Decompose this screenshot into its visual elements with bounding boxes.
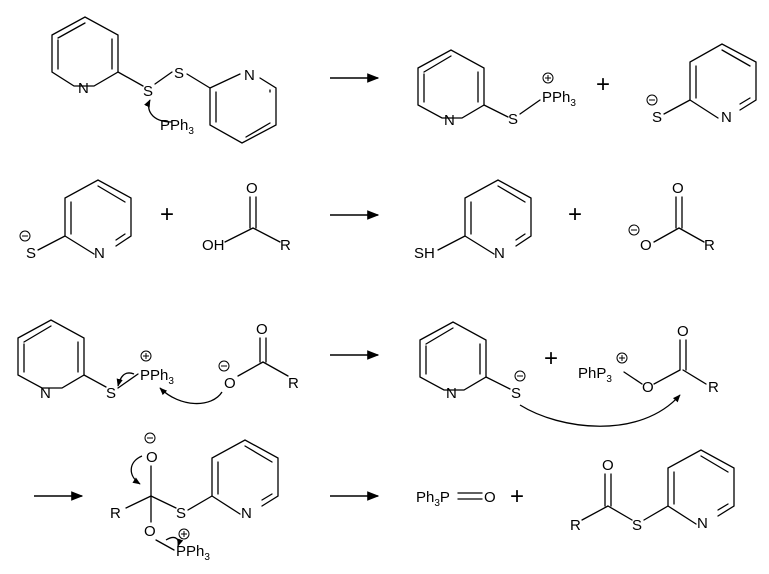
atom-o: O (640, 237, 652, 254)
pph3-label: PPh3 (140, 367, 174, 387)
row2-thiolate: S N (19, 179, 132, 262)
atom-o: O (642, 379, 654, 396)
atom-n: N (444, 112, 455, 129)
row1-dipyridyl-disulfide: N S S N PPh3 (51, 16, 277, 144)
atom-s: S (652, 109, 662, 126)
ph3p-label: Ph3P (416, 489, 450, 509)
atom-s: S (632, 517, 642, 534)
row1-product-phosphonium: N S PPh3 (417, 49, 576, 129)
plus-sign-1: + (596, 71, 610, 98)
svg-text:+: + (568, 201, 582, 228)
atom-n: N (697, 515, 708, 532)
atom-s: S (26, 245, 36, 262)
atom-sh: SH (414, 245, 435, 262)
pph3-label: PPh3 (176, 543, 210, 563)
pph3-label: PPh3 (160, 117, 194, 137)
row3-carboxylate: O O R (159, 321, 299, 405)
row2-thiol: SH N (414, 179, 532, 262)
atom-r: R (708, 379, 719, 396)
atom-n: N (244, 67, 255, 84)
atom-r: R (288, 375, 299, 392)
svg-text:+: + (160, 201, 174, 228)
atom-n: N (94, 245, 105, 262)
atom-o: O (144, 523, 156, 540)
atom-r: R (704, 237, 715, 254)
atom-s: S (174, 65, 184, 82)
pph3-label: PPh3 (542, 89, 576, 109)
row3-product-thiolate: N S (419, 321, 526, 402)
row4-phosphine-oxide: Ph3P O (416, 489, 496, 509)
svg-text:+: + (510, 483, 524, 510)
atom-o: O (672, 180, 684, 197)
plus-sign-2: + (160, 201, 174, 228)
svg-text:+: + (544, 345, 558, 372)
atom-s: S (143, 83, 153, 100)
row4-thioester-product: O R S N (570, 449, 735, 534)
atom-o: O (246, 180, 258, 197)
atom-n: N (446, 385, 457, 402)
atom-o: O (256, 321, 268, 338)
plus-sign-4: + (544, 345, 558, 372)
atom-o: O (146, 449, 158, 466)
row2-carboxylate: O O R (628, 180, 715, 254)
atom-s: S (106, 385, 116, 402)
row1-product-thiolate: S N (646, 43, 757, 126)
row3-acyloxyphosphonium: PhP3 O O R (578, 323, 719, 396)
atom-n: N (494, 245, 505, 262)
atom-s: S (511, 385, 521, 402)
atom-n: N (40, 385, 51, 402)
plus-sign-3: + (568, 201, 582, 228)
atom-o: O (224, 375, 236, 392)
atom-n: N (241, 505, 252, 522)
row4-tetrahedral-intermediate: O R S N O PPh3 (110, 432, 279, 563)
atom-r: R (570, 517, 581, 534)
atom-n: N (721, 109, 732, 126)
atom-r: R (280, 237, 291, 254)
attack-arrow-sulfur-to-carbonyl (519, 394, 681, 427)
atom-o: O (602, 457, 614, 474)
php3-label: PhP3 (578, 365, 612, 385)
row3-phosphonium: N S PPh3 (17, 319, 174, 402)
atom-s: S (176, 505, 186, 522)
atom-oh: OH (202, 237, 225, 254)
atom-o: O (484, 489, 496, 506)
plus-sign-5: + (510, 483, 524, 510)
atom-o: O (677, 323, 689, 340)
svg-text:+: + (596, 71, 610, 98)
atom-r: R (110, 505, 121, 522)
atom-s: S (508, 111, 518, 128)
atom-n: N (78, 80, 89, 97)
row2-carboxylic-acid: O OH R (202, 180, 291, 254)
